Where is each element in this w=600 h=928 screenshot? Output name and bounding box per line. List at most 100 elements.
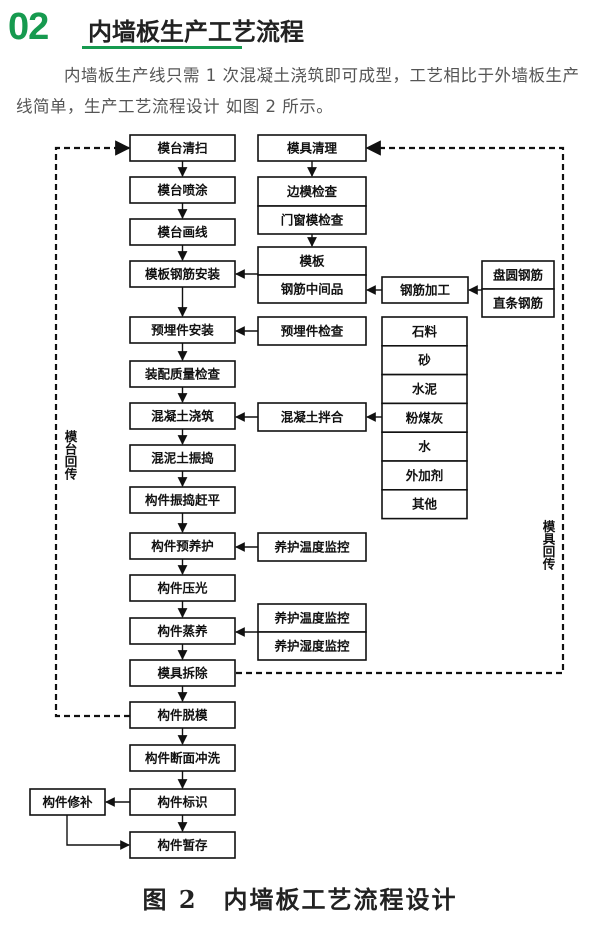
main-step-1: 模台清扫 (129, 134, 236, 162)
main-step-5: 预埋件安装 (129, 316, 236, 344)
header: 02 内墙板生产工艺流程 内墙板生产线只需 1 次混凝土浇筑即可成型，工艺相比于… (0, 0, 600, 130)
main-step-12: 构件蒸养 (129, 617, 236, 645)
component-repair-label: 构件修补 (42, 795, 93, 810)
main-step-11-label: 构件压光 (157, 581, 208, 596)
main-step-16-label: 构件标识 (157, 795, 208, 810)
component-repair: 构件修补 (29, 788, 106, 816)
main-step-4: 模板钢筋安装 (129, 260, 236, 288)
embedded-parts-check: 预埋件检查 (257, 316, 367, 346)
rebar-semi-finished-label: 钢筋中间品 (281, 282, 344, 297)
main-step-16-frame (129, 788, 236, 816)
steam-temp-monitor-label: 养护温度监控 (273, 611, 350, 626)
formwork-label: 模板 (299, 254, 325, 269)
main-step-10: 构件预养护 (129, 532, 236, 560)
curing-temp-monitor-frame (257, 532, 367, 562)
main-step-8-label: 混泥土振捣 (151, 451, 214, 466)
main-step-2: 模台喷涂 (129, 176, 236, 204)
intro-paragraph: 内墙板生产线只需 1 次混凝土浇筑即可成型，工艺相比于外墙板生产线简单，生产工艺… (16, 66, 580, 116)
main-step-13-label: 模具拆除 (157, 666, 208, 681)
main-step-12-label: 构件蒸养 (157, 624, 208, 639)
material-2: 砂 (381, 344, 468, 376)
material-4-frame (381, 402, 468, 433)
main-step-13: 模具拆除 (129, 659, 236, 687)
component-repair-frame (29, 788, 106, 816)
concrete-mixing: 混凝土拌合 (257, 402, 367, 432)
rebar-processing: 钢筋加工 (381, 276, 469, 304)
main-step-3: 模台画线 (129, 218, 236, 246)
section-title-underline (82, 46, 242, 49)
main-step-2-frame (129, 176, 236, 204)
material-5-frame (381, 431, 468, 462)
material-1-label: 石料 (411, 324, 438, 339)
mold-return-loop (236, 140, 565, 675)
main-step-8: 混泥土振捣 (129, 444, 236, 472)
window-mold-check-frame (257, 205, 367, 235)
main-step-4-label: 模板钢筋安装 (145, 267, 221, 282)
curing-temp-monitor-label: 养护温度监控 (273, 540, 350, 555)
main-step-12-frame (129, 617, 236, 645)
main-step-15-frame (129, 744, 236, 772)
straight-rebar: 直条钢筋 (481, 288, 555, 318)
concrete-mixing-label: 混凝土拌合 (281, 410, 344, 425)
main-step-5-frame (129, 316, 236, 344)
straight-rebar-label: 直条钢筋 (493, 296, 544, 311)
rebar-semi-finished: 钢筋中间品 (257, 274, 367, 304)
material-2-label: 砂 (417, 353, 431, 368)
steam-temp-monitor: 养护温度监控 (257, 603, 367, 633)
main-step-17-label: 构件暂存 (157, 838, 208, 853)
main-step-5-label: 预埋件安装 (151, 323, 214, 338)
material-6: 外加剂 (381, 460, 468, 491)
material-7-frame (381, 488, 468, 520)
side-mold-check-frame (257, 176, 367, 207)
main-step-1-label: 模台清扫 (157, 141, 207, 156)
material-1-frame (381, 316, 468, 347)
mold-return-label: 模具回传 (541, 519, 556, 571)
main-step-6: 装配质量检查 (129, 360, 236, 388)
main-step-3-frame (129, 218, 236, 246)
steam-humidity-monitor: 养护湿度监控 (257, 631, 367, 661)
main-step-14-frame (129, 701, 236, 729)
material-2-frame (381, 344, 468, 376)
material-3-label: 水泥 (412, 382, 438, 397)
steam-humidity-monitor-label: 养护湿度监控 (273, 639, 350, 654)
section-number: 02 (8, 6, 49, 48)
formwork: 模板 (257, 246, 367, 276)
material-6-label: 外加剂 (405, 468, 444, 483)
main-step-9-frame (129, 486, 236, 514)
main-step-15: 构件断面冲洗 (129, 744, 236, 772)
window-mold-check-label: 门窗模检查 (281, 213, 344, 228)
material-7-label: 其他 (412, 497, 438, 512)
window-mold-check: 门窗模检查 (257, 205, 367, 235)
main-step-11-frame (129, 574, 236, 602)
repair-return-arrow (66, 815, 130, 850)
main-step-4-frame (129, 260, 236, 288)
main-step-6-frame (129, 360, 236, 388)
main-step-1-frame (129, 134, 236, 162)
main-step-6-label: 装配质量检查 (144, 367, 221, 382)
material-3: 水泥 (381, 373, 468, 405)
rebar-processing-label: 钢筋加工 (400, 283, 451, 298)
main-step-13-frame (129, 659, 236, 687)
main-step-7-label: 混凝土浇筑 (151, 409, 214, 424)
main-step-16: 构件标识 (129, 788, 236, 816)
main-step-17: 构件暂存 (129, 831, 236, 859)
main-step-14-label: 构件脱模 (157, 708, 208, 723)
material-6-frame (381, 460, 468, 491)
rebar-semi-finished-frame (257, 274, 367, 304)
material-7: 其他 (381, 488, 468, 520)
material-1: 石料 (381, 316, 468, 347)
material-4: 粉煤灰 (381, 402, 468, 433)
main-step-9: 构件振捣赶平 (129, 486, 236, 514)
main-step-14: 构件脱模 (129, 701, 236, 729)
platform-return-label: 模台回传 (63, 429, 78, 481)
embedded-parts-check-frame (257, 316, 367, 346)
connector-lines (54, 140, 565, 850)
main-step-10-frame (129, 532, 236, 560)
curing-temp-monitor: 养护温度监控 (257, 532, 367, 562)
straight-rebar-frame (481, 288, 555, 318)
coil-rebar-label: 盘圆钢筋 (493, 268, 544, 283)
steam-temp-monitor-frame (257, 603, 367, 633)
section-title: 内墙板生产工艺流程 (88, 18, 304, 46)
mold-cleaning-label: 模具清理 (287, 141, 338, 156)
